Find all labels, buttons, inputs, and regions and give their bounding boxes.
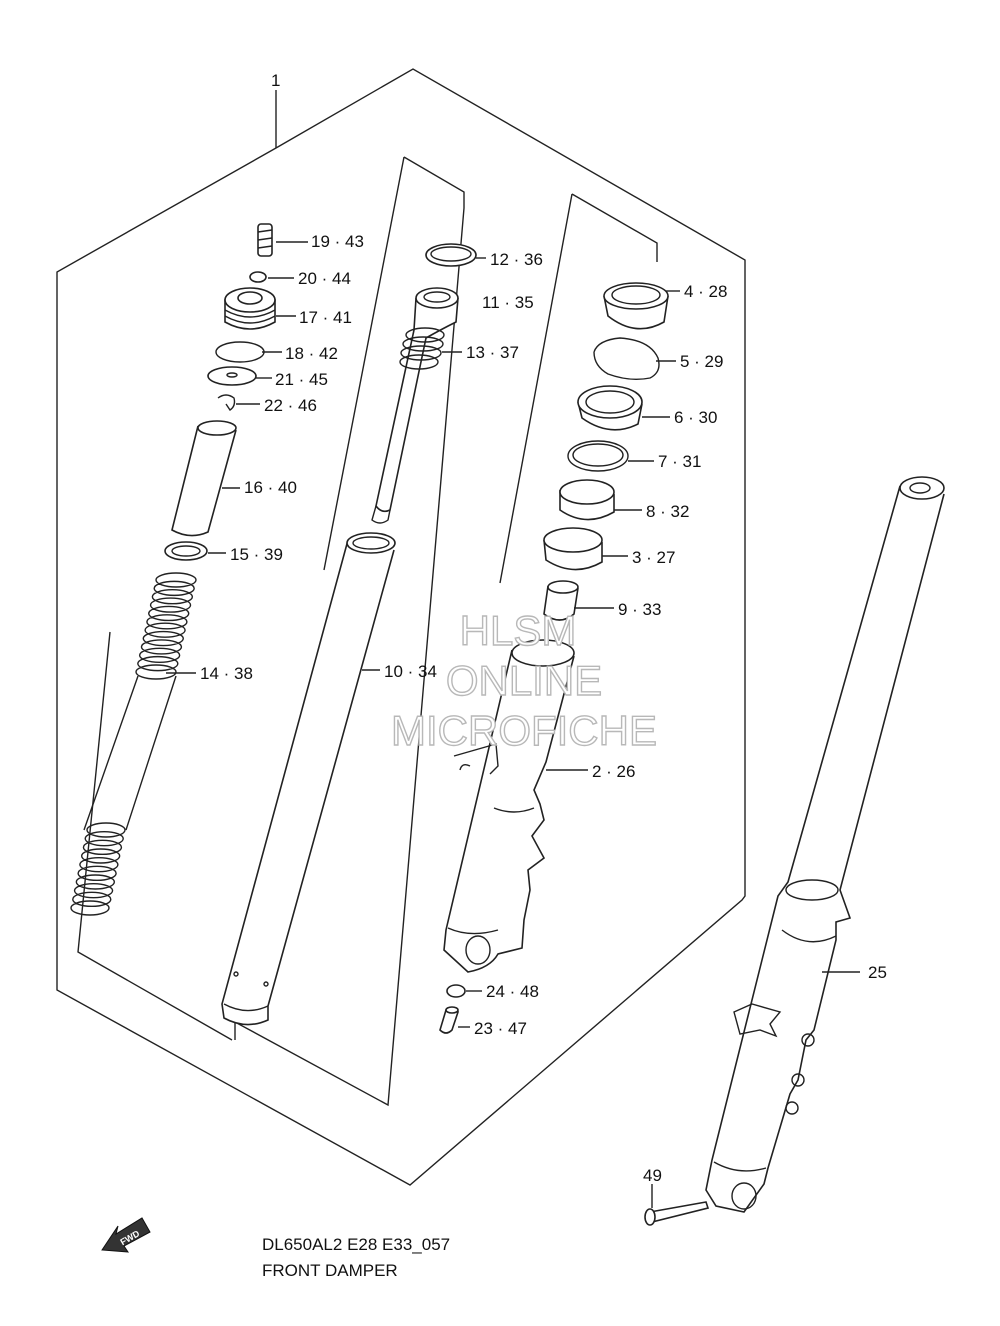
label-16-40: 16 · 40 <box>244 478 297 497</box>
leader-lines <box>166 241 860 1208</box>
label-23-47: 23 · 47 <box>474 1019 527 1038</box>
label-2-26: 2 · 26 <box>592 762 635 781</box>
guide-bushing-part <box>559 479 615 521</box>
label-15-39: 15 · 39 <box>230 545 283 564</box>
outer-tube-panel <box>499 193 658 584</box>
label-14-38: 14 · 38 <box>200 664 253 683</box>
fork-assembly-part <box>705 476 945 1213</box>
label-7-31: 7 · 31 <box>658 452 701 471</box>
clip-part <box>217 394 236 411</box>
gasket-part <box>446 984 466 998</box>
label-6-30: 6 · 30 <box>674 408 717 427</box>
spring-panel <box>77 631 233 1041</box>
label-18-42: 18 · 42 <box>285 344 338 363</box>
label-13-37: 13 · 37 <box>466 343 519 362</box>
diagram-title: FRONT DAMPER <box>262 1261 398 1280</box>
spring-seat-part <box>164 541 208 561</box>
label-25: 25 <box>868 963 887 982</box>
o-ring-large-part <box>215 341 265 363</box>
slide-bushing-part <box>543 527 603 571</box>
ring-part <box>425 243 477 267</box>
watermark: HLSM ONLINE MICROFICHE <box>390 606 657 754</box>
rebound-spring-part <box>399 327 445 370</box>
label-21-45: 21 · 45 <box>275 370 328 389</box>
oil-seal-part <box>577 385 643 431</box>
inner-tube-part <box>221 532 396 1026</box>
seal-washer-part <box>567 440 629 472</box>
cap-bolt-part <box>224 287 276 330</box>
label-9-33: 9 · 33 <box>618 600 661 619</box>
watermark-line2: ONLINE <box>446 657 602 704</box>
outer-tube-part <box>443 639 575 973</box>
label-8-32: 8 · 32 <box>646 502 689 521</box>
group-outline <box>56 68 746 1186</box>
dust-seal-part <box>603 282 669 330</box>
group-number: 1 <box>271 71 280 90</box>
label-24-48: 24 · 48 <box>486 982 539 1001</box>
forward-arrow-icon: FWD <box>101 1217 151 1253</box>
inner-tube-panel <box>234 156 465 1107</box>
label-17-41: 17 · 41 <box>299 308 352 327</box>
pinch-bolt-part <box>644 1201 710 1226</box>
label-19-43: 19 · 43 <box>311 232 364 251</box>
o-ring-part <box>249 271 267 283</box>
model-code: DL650AL2 E28 E33_057 <box>262 1235 450 1254</box>
label-5-29: 5 · 29 <box>680 352 723 371</box>
damper-rod-part <box>371 287 459 524</box>
oil-lock-piece-part <box>543 580 579 621</box>
washer-part <box>207 366 257 386</box>
label-11-35: 11 · 35 <box>482 293 534 312</box>
label-49: 49 <box>643 1166 662 1185</box>
label-4-28: 4 · 28 <box>684 282 727 301</box>
spacer-part <box>171 420 237 537</box>
damper-bolt-part <box>439 1006 460 1034</box>
label-12-36: 12 · 36 <box>490 250 543 269</box>
watermark-line3: MICROFICHE <box>391 707 657 754</box>
part-labels: 19 · 43 20 · 44 17 · 41 18 · 42 21 · 45 … <box>200 232 887 1185</box>
label-22-46: 22 · 46 <box>264 396 317 415</box>
label-20-44: 20 · 44 <box>298 269 351 288</box>
watermark-line1: HLSM <box>460 607 577 654</box>
label-10-34: 10 · 34 <box>384 662 437 681</box>
adjuster-bolt-part <box>257 223 273 257</box>
fork-spring-part <box>70 572 197 916</box>
label-3-27: 3 · 27 <box>632 548 675 567</box>
stopper-ring-part <box>593 337 660 381</box>
